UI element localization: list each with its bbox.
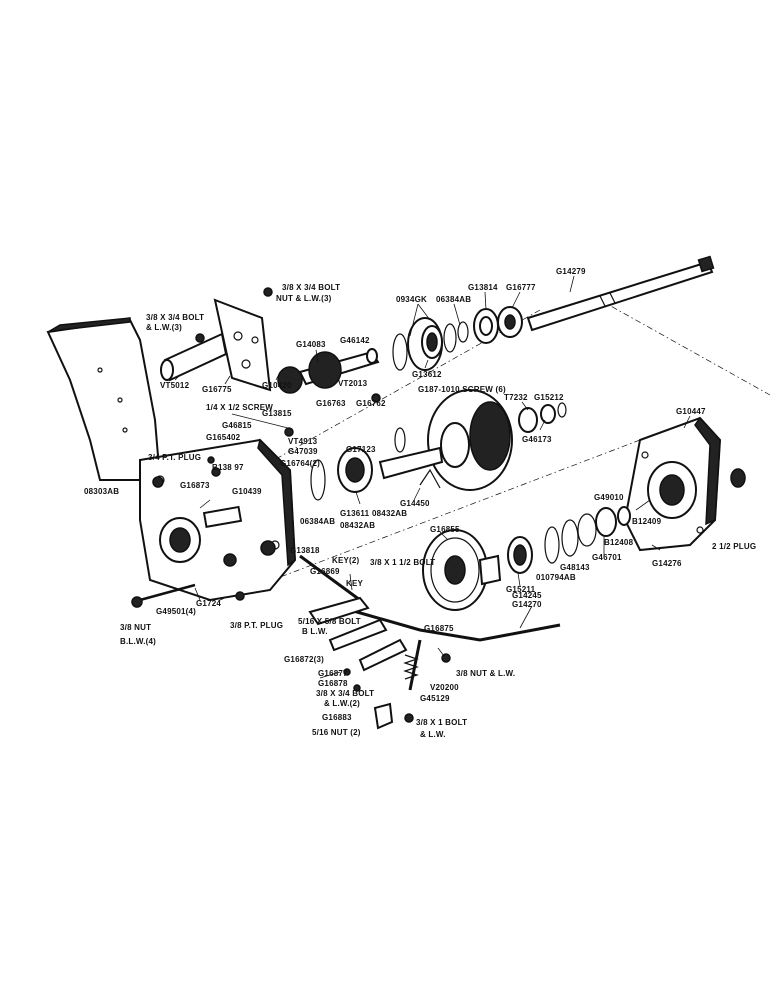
label-pt-plug-top: 3/4 P.T. PLUG: [148, 453, 201, 462]
shaft-g14279: [526, 255, 715, 332]
label-g46142: G46142: [340, 336, 370, 345]
label-b13897: B138 97: [212, 463, 244, 472]
label-g16875: G16875: [424, 624, 454, 633]
pinion-shaft-g14083: [277, 348, 380, 394]
label-blw-3: & L.W.(3): [146, 323, 182, 332]
gear-g16855: [422, 529, 533, 611]
label-g16872: G16872(3): [284, 655, 324, 664]
label-g13814: G13814: [468, 283, 498, 292]
cover-g14276: [623, 416, 746, 552]
label-blw-b: & L.W.: [420, 730, 446, 739]
label-g16777: G16777: [506, 283, 536, 292]
label-bolt-3-8x1-1-2: 3/8 X 1 1/2 BOLT: [370, 558, 435, 567]
label-g16878: G16878: [318, 679, 348, 688]
shift-rod-g14270: [299, 554, 561, 642]
label-g165402: G165402: [206, 433, 241, 442]
label-g16762: G16762: [356, 399, 386, 408]
label-g14245: G14245: [512, 591, 542, 600]
label-blw-4: B.L.W.(4): [120, 637, 156, 646]
label-g17123: G17123: [346, 445, 376, 454]
label-screw-1-4x1-2: 1/4 X 1/2 SCREW: [206, 403, 273, 412]
small-hardware: [152, 287, 451, 723]
label-0934gk: 0934GK: [396, 295, 427, 304]
bearing-g13612: [392, 317, 457, 371]
label-g13815: G13815: [262, 409, 292, 418]
label-g1724: G1724: [196, 599, 221, 608]
label-g10439: G10439: [232, 487, 262, 496]
leader-lines: [174, 275, 691, 679]
label-nut-lw-3: NUT & L.W.(3): [276, 294, 332, 303]
label-g16855: G16855: [430, 525, 460, 534]
label-g10420: G10420: [262, 381, 292, 390]
label-g15211: G15211: [506, 585, 536, 594]
shield-08303ab: [46, 317, 162, 481]
label-08432ab-b: 08432AB: [340, 521, 375, 530]
label-t7232: T7232: [504, 393, 528, 402]
label-g46173: G46173: [522, 435, 552, 444]
label-010794ab: 010794AB: [536, 573, 576, 582]
label-nut-lw: 3/8 NUT & L.W.: [456, 669, 515, 678]
label-08303ab: 08303AB: [84, 487, 119, 496]
label-plug-2-1-2: 2 1/2 PLUG: [712, 542, 756, 551]
label-g46815: G46815: [222, 421, 252, 430]
label-b12409: B12409: [632, 517, 662, 526]
bearings-b12408: [544, 506, 631, 564]
label-g16883: G16883: [322, 713, 352, 722]
label-g16869: G16869: [310, 567, 340, 576]
label-06384ab-top: 06384AB: [436, 295, 471, 304]
label-key-2: KEY(2): [332, 556, 360, 565]
label-g13612: G13612: [412, 370, 442, 379]
label-06384ab-mid: 06384AB: [300, 517, 335, 526]
label-g13818: G13818: [290, 546, 320, 555]
label-g16877: G16877: [318, 669, 348, 678]
label-g187-1010-screw: G187-1010 SCREW (6): [418, 385, 506, 394]
clutch-assembly-g17123: [310, 389, 513, 501]
label-bolt-5-16x5-8: 5/16 X 5/8 BOLT: [298, 617, 361, 626]
label-g15212: G15212: [534, 393, 564, 402]
label-bolt-left: 3/8 X 3/4 BOLT: [146, 313, 204, 322]
label-08432ab-a: 08432AB: [372, 509, 407, 518]
label-blw-2: & L.W.(2): [324, 699, 360, 708]
label-g49010: G49010: [594, 493, 624, 502]
label-g14450: G14450: [400, 499, 430, 508]
label-blw: B L.W.: [302, 627, 328, 636]
stud-g49501: [131, 583, 245, 608]
label-b12408: B12408: [604, 538, 634, 547]
bracket-g16775: [160, 298, 272, 392]
label-vt4913: VT4913: [288, 437, 318, 446]
part-labels: G14279 G13814 G16777 3/8 X 3/4 BOLT NUT …: [84, 267, 756, 739]
label-g47039: G47039: [288, 447, 318, 456]
bearing-t7232: [518, 402, 567, 433]
label-vt2013: VT2013: [338, 379, 368, 388]
center-lines: [149, 299, 771, 601]
label-v20200: V20200: [430, 683, 459, 692]
label-bolt-3-8x3-4: 3/8 X 3/4 BOLT: [282, 283, 340, 292]
label-g14276: G14276: [652, 559, 682, 568]
label-g16775: G16775: [202, 385, 232, 394]
label-g14083: G14083: [296, 340, 326, 349]
label-g14270: G14270: [512, 600, 542, 609]
label-g16873: G16873: [180, 481, 210, 490]
label-bolt-3-8x1: 3/8 X 1 BOLT: [416, 718, 467, 727]
label-g46701: G46701: [592, 553, 622, 562]
label-g10447: G10447: [676, 407, 706, 416]
label-g16764: G16764(2): [280, 459, 320, 468]
label-g14279: G14279: [556, 267, 586, 276]
label-g13611: G13611: [340, 509, 370, 518]
label-g49501: G49501(4): [156, 607, 196, 616]
label-nut-5-16-2: 5/16 NUT (2): [312, 728, 361, 737]
bearing-g13814: [457, 306, 523, 344]
label-pt-plug-bottom: 3/8 P.T. PLUG: [230, 621, 283, 630]
label-key: KEY: [346, 579, 364, 588]
label-g16763: G16763: [316, 399, 346, 408]
label-g48143: G48143: [560, 563, 590, 572]
label-vt5012: VT5012: [160, 381, 190, 390]
housing-g46815: [139, 438, 297, 602]
label-nut-3-8: 3/8 NUT: [120, 623, 151, 632]
label-bolt-3-8x3-4-b: 3/8 X 3/4 BOLT: [316, 689, 374, 698]
label-g45129: G45129: [420, 694, 450, 703]
linkage-g16872: [308, 596, 422, 730]
